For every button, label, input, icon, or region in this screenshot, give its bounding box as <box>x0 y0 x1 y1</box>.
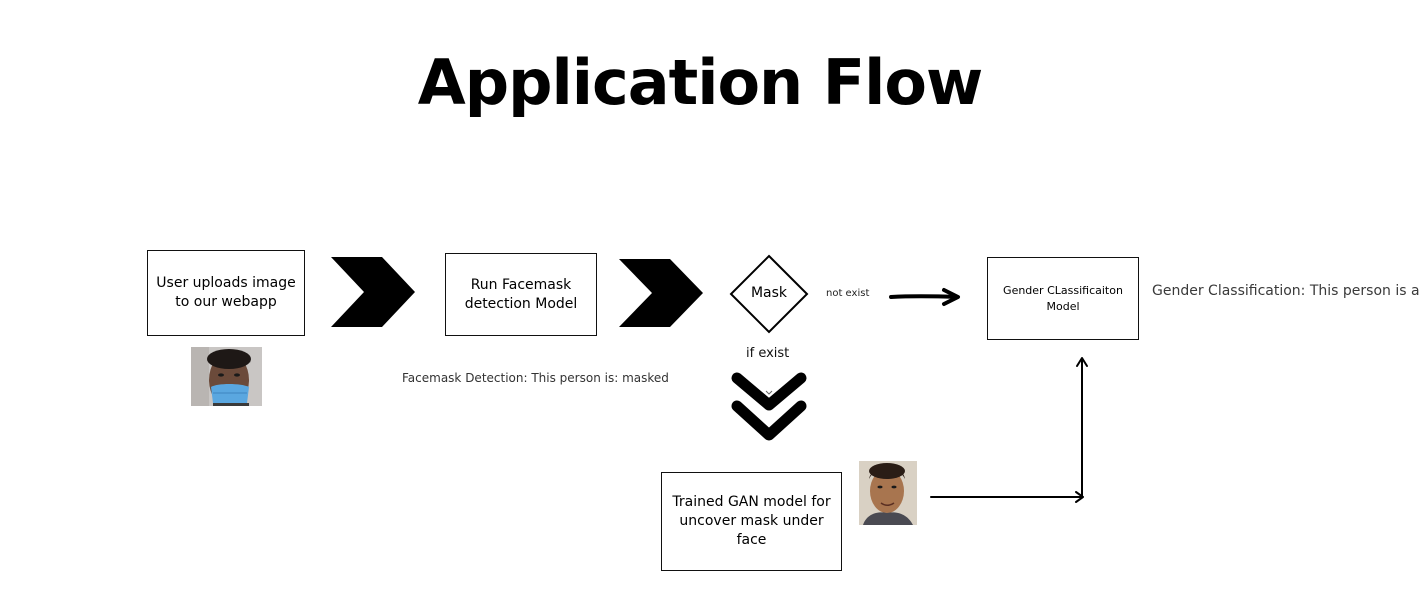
masked-face-photo <box>191 347 262 406</box>
node-gan-model: Trained GAN model for uncover mask under… <box>661 472 842 571</box>
node-facemask-detection-label: Run Facemask detection Model <box>464 276 578 312</box>
arrow-not-exist <box>889 288 960 306</box>
gender-result-caption: Gender Classification: This person is a … <box>1152 283 1420 299</box>
decision-label: Mask <box>750 285 788 301</box>
node-gender-classification: Gender CLassificaiton Model <box>987 257 1139 340</box>
diagram-title: Application Flow <box>417 46 984 119</box>
node-gan-model-label: Trained GAN model for uncover mask under… <box>672 494 831 548</box>
decision-diamond <box>729 254 809 334</box>
node-gender-classification-label: Gender CLassificaiton Model <box>1003 283 1123 313</box>
double-chevron-down <box>731 372 807 441</box>
tiny-chevron-mark <box>765 390 773 395</box>
unmasked-face-photo <box>859 461 917 525</box>
facemask-result-caption: Facemask Detection: This person is: mask… <box>402 371 669 385</box>
node-user-upload-label: User uploads image to our webapp <box>156 275 296 310</box>
edge-label-if-exist: if exist <box>746 346 790 361</box>
arrow-gan-to-gender <box>930 357 1088 503</box>
chevron-arrow-1 <box>331 257 415 327</box>
node-facemask-detection: Run Facemask detection Model <box>445 253 597 336</box>
edge-label-not-exist: not exist <box>826 288 870 299</box>
node-user-upload: User uploads image to our webapp <box>147 250 305 336</box>
chevron-arrow-2 <box>619 259 703 327</box>
